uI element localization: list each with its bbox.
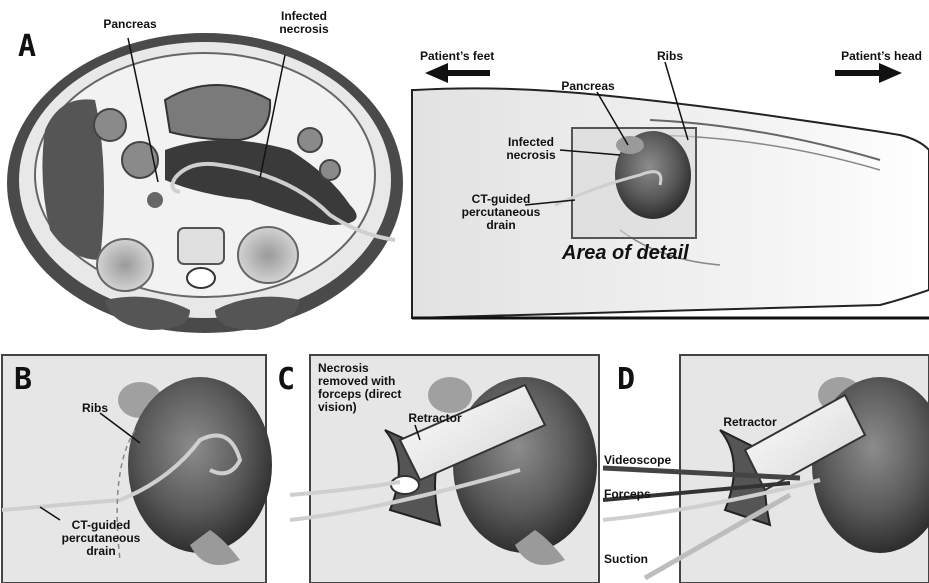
label-retractor-c: Retractor	[400, 412, 470, 425]
stomach	[165, 85, 270, 140]
label-ribs-b: Ribs	[70, 402, 120, 415]
side-view-figure	[412, 62, 929, 318]
label-infected-necrosis-side: Infected necrosis	[495, 136, 567, 162]
arrow-head	[835, 63, 902, 83]
arrow-feet	[425, 63, 490, 83]
panel-letter-b: B	[14, 365, 32, 395]
right-kidney	[238, 227, 298, 283]
cross-section-figure	[7, 33, 403, 333]
panel-letter-c: C	[277, 365, 295, 395]
panel-letter-a: A	[18, 32, 36, 62]
label-drain-side: CT-guided percutaneous drain	[452, 193, 550, 232]
label-pancreas-a: Pancreas	[90, 18, 170, 31]
panel-d-figure	[603, 355, 929, 583]
label-necrosis-removed: Necrosis removed with forceps (direct vi…	[318, 362, 418, 414]
label-drain-b: CT-guided percutaneous drain	[52, 519, 150, 558]
label-pancreas-side: Pancreas	[548, 80, 628, 93]
label-retractor-d: Retractor	[715, 416, 785, 429]
label-patients-head: Patient’s head	[780, 50, 922, 63]
label-forceps: Forceps	[604, 488, 684, 501]
label-suction: Suction	[604, 553, 684, 566]
left-kidney	[97, 239, 153, 291]
vertebral-body	[178, 228, 224, 264]
label-ribs-side: Ribs	[645, 50, 695, 63]
panel-letter-d: D	[617, 365, 635, 395]
label-videoscope: Videoscope	[604, 454, 684, 467]
label-patients-feet: Patient’s feet	[420, 50, 560, 63]
label-infected-necrosis-a: Infected necrosis	[268, 10, 340, 36]
label-area-of-detail: Area of detail	[562, 242, 689, 265]
